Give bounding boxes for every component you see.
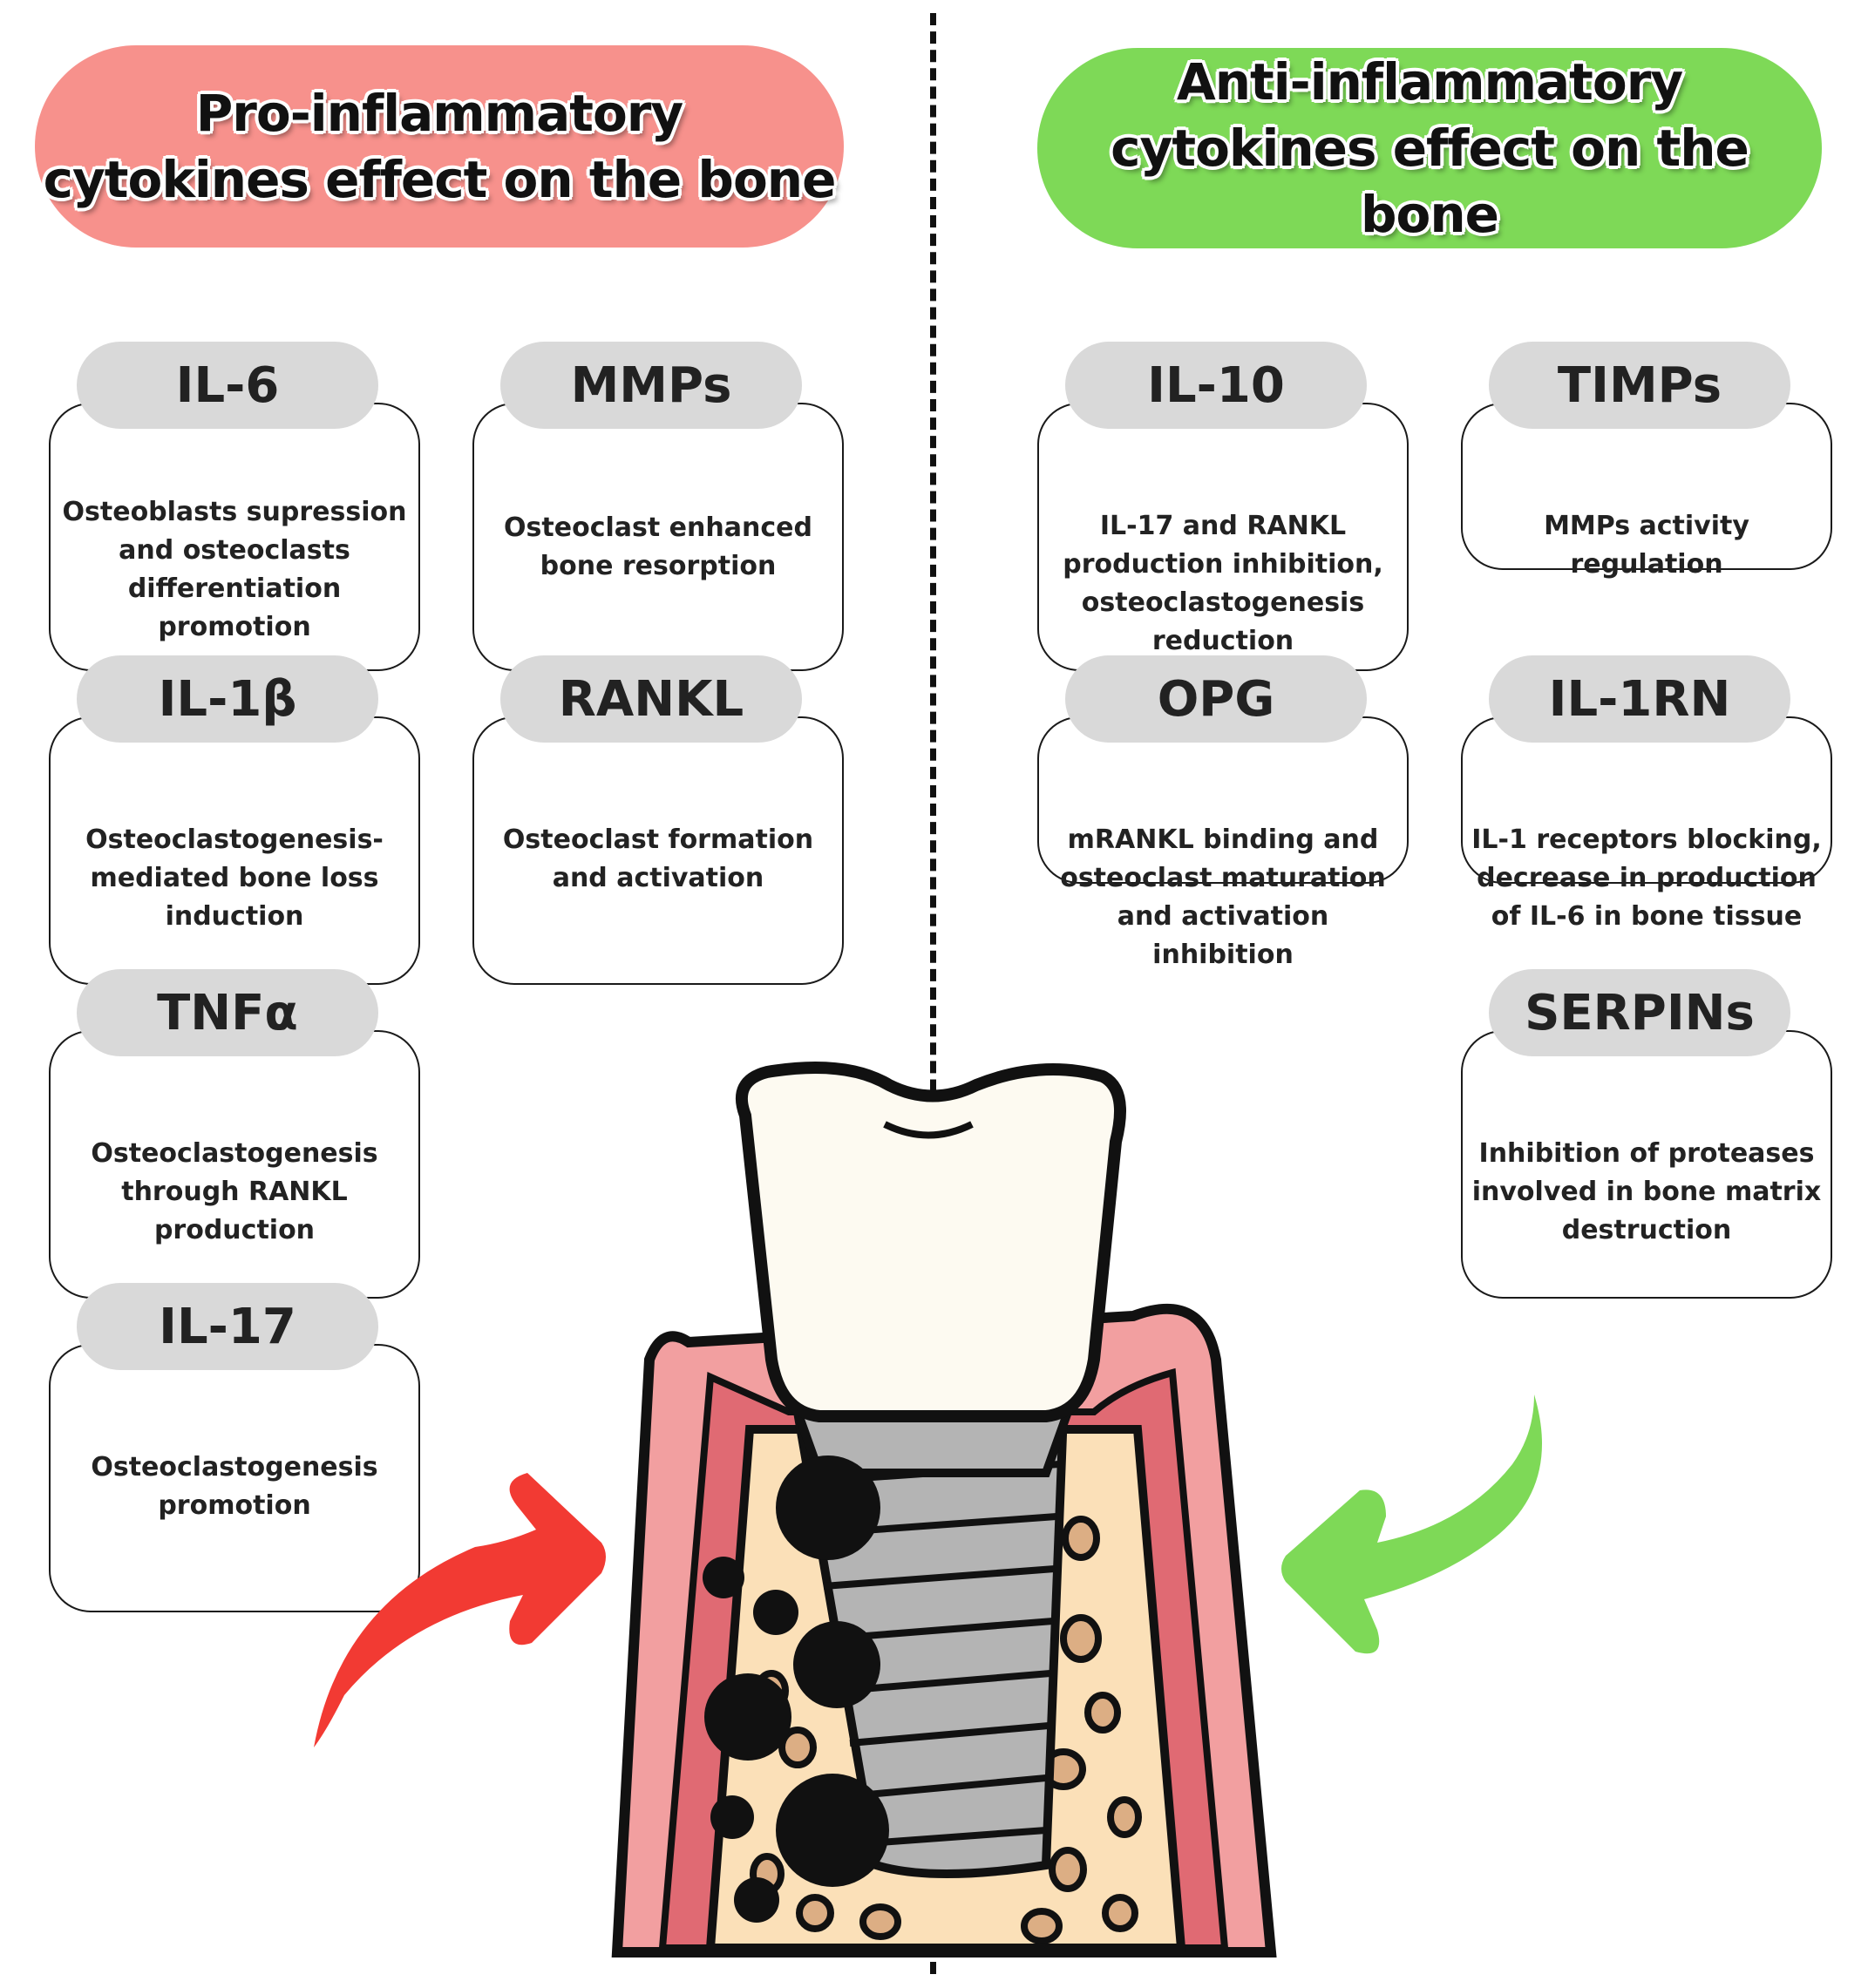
bone-pore bbox=[1060, 1614, 1102, 1663]
card-label: IL-1RN bbox=[1489, 655, 1790, 743]
card-body: Osteoclastogenesis promotion bbox=[49, 1344, 420, 1612]
pro-arrow bbox=[314, 1473, 606, 1747]
anti-header-line1: Anti-inflammatory bbox=[1176, 52, 1683, 112]
card-description: Osteoblasts supression and osteoclasts d… bbox=[62, 497, 407, 642]
tooth-crown bbox=[736, 1062, 1126, 1422]
anti-arrow bbox=[1281, 1394, 1542, 1654]
crown-groove bbox=[883, 1121, 974, 1139]
bone-pore bbox=[778, 1727, 817, 1768]
card-body: Osteoclastogenesis through RANKL product… bbox=[49, 1030, 420, 1299]
card-body: IL-17 and RANKL production inhibition, o… bbox=[1037, 403, 1409, 671]
bone-pore bbox=[1102, 1894, 1138, 1932]
card-body: Osteoclastogenesis-mediated bone loss in… bbox=[49, 716, 420, 985]
bone-loss-spot bbox=[703, 1557, 744, 1598]
pro-header-line1: Pro-inflammatory bbox=[195, 84, 683, 143]
bone-pore bbox=[859, 1903, 901, 1940]
card-description: Osteoclastogenesis-mediated bone loss in… bbox=[85, 824, 384, 932]
bone-pores bbox=[750, 1516, 1142, 1944]
bone-pore bbox=[1062, 1516, 1100, 1561]
card-description: MMPs activity regulation bbox=[1544, 511, 1749, 580]
implant-thread bbox=[866, 1827, 1047, 1847]
bone-loss-spot bbox=[710, 1795, 754, 1839]
card-label: IL-1β bbox=[77, 655, 378, 743]
card-body: mRANKL binding and osteoclast maturation… bbox=[1037, 716, 1409, 970]
card-label: SERPINs bbox=[1489, 969, 1790, 1056]
bone-loss-spot bbox=[776, 1774, 889, 1887]
implant-thread bbox=[823, 1565, 1056, 1590]
card-body: IL-1 receptors blocking, decrease in pro… bbox=[1461, 716, 1832, 932]
bone-loss-spot bbox=[734, 1877, 779, 1923]
bone-pore bbox=[1021, 1908, 1063, 1944]
implant-thread bbox=[858, 1774, 1047, 1799]
card-label: IL-6 bbox=[77, 342, 378, 429]
card-label: MMPs bbox=[500, 342, 802, 429]
implant-thread bbox=[840, 1670, 1051, 1694]
divider-line bbox=[930, 13, 936, 1974]
anti-header-line2: cytokines effect on the bone bbox=[1111, 119, 1749, 244]
card-label: TIMPs bbox=[1489, 342, 1790, 429]
bone-loss-spot bbox=[753, 1590, 798, 1635]
bone-loss-spot bbox=[793, 1621, 880, 1708]
card-label: IL-17 bbox=[77, 1283, 378, 1370]
card-description: Osteoclast enhanced bone resorption bbox=[504, 512, 812, 581]
card-body: MMPs activity regulation bbox=[1461, 403, 1832, 580]
card-description: IL-1 receptors blocking, decrease in pro… bbox=[1471, 824, 1822, 932]
implant-thread bbox=[849, 1722, 1049, 1747]
anti-inflammatory-header: Anti-inflammatory cytokines effect on th… bbox=[1037, 48, 1822, 248]
bone-pore bbox=[1049, 1847, 1087, 1892]
card-description: Osteoclastogenesis through RANKL product… bbox=[91, 1138, 378, 1245]
card-label: IL-10 bbox=[1065, 342, 1367, 429]
card-label: OPG bbox=[1065, 655, 1367, 743]
bone-loss-spot bbox=[704, 1673, 791, 1761]
bone-pore bbox=[1084, 1692, 1121, 1734]
bone-pore bbox=[796, 1894, 834, 1932]
card-description: IL-17 and RANKL production inhibition, o… bbox=[1063, 511, 1383, 656]
card-description: Osteoclastogenesis promotion bbox=[91, 1452, 378, 1521]
card-label: TNFα bbox=[77, 969, 378, 1056]
card-description: Osteoclast formation and activation bbox=[502, 824, 814, 893]
bone-loss-spots bbox=[703, 1455, 889, 1923]
card-body: Osteoclast formation and activation bbox=[472, 716, 844, 985]
bone-pore bbox=[1107, 1796, 1142, 1838]
pro-inflammatory-header: Pro-inflammatory cytokines effect on the… bbox=[35, 45, 844, 248]
card-label: RANKL bbox=[500, 655, 802, 743]
card-description: Inhibition of proteases involved in bone… bbox=[1471, 1138, 1822, 1245]
pro-header-line2: cytokines effect on the bone bbox=[43, 150, 837, 209]
card-description: mRANKL binding and osteoclast maturation… bbox=[1060, 824, 1386, 970]
bone-loss-spot bbox=[776, 1455, 880, 1560]
